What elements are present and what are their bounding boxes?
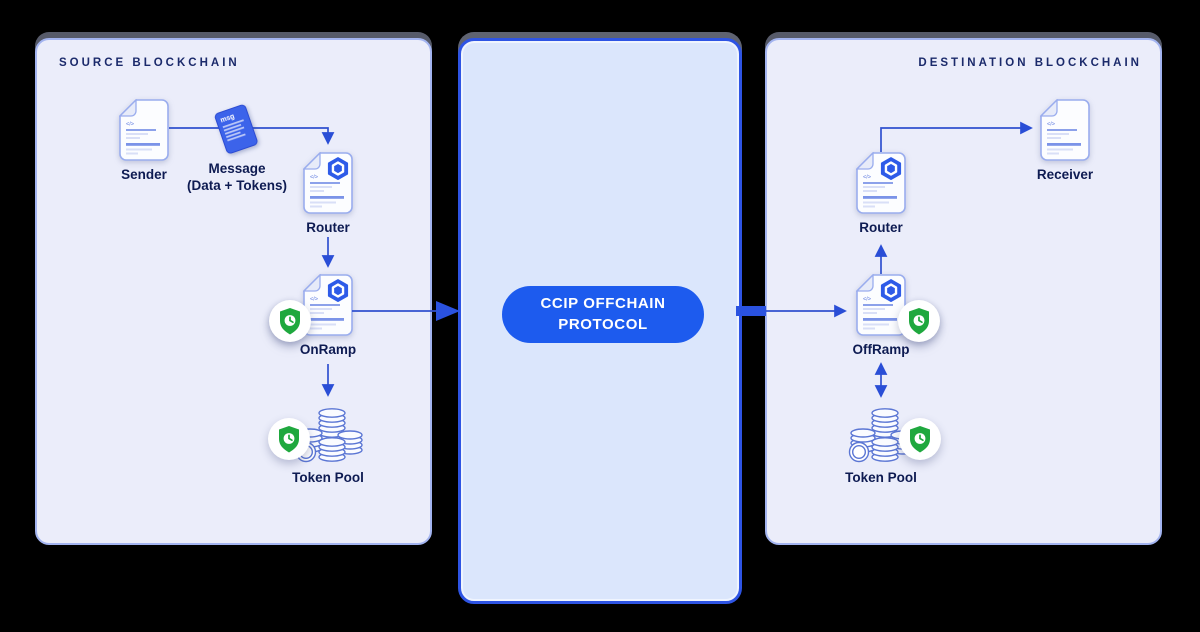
- token-pool-coins-icon: [843, 406, 941, 464]
- document-icon: </>: [118, 98, 169, 161]
- source-router-node: </> Router: [258, 151, 398, 237]
- source-router-label: Router: [306, 220, 350, 235]
- receiver-document-icon: </>: [1039, 98, 1090, 161]
- chainlink-hexagon-icon: [880, 157, 902, 180]
- onramp-label: OnRamp: [299, 342, 357, 357]
- shield-clock-icon: [280, 308, 300, 335]
- arrow-into-offchain: [436, 301, 460, 321]
- ccip-offchain-panel: CCIP OFFCHAIN PROTOCOL: [458, 38, 742, 604]
- risk-shield-badge: [898, 300, 940, 342]
- shield-clock-icon: [910, 426, 930, 453]
- offramp-label: OffRamp: [852, 342, 910, 357]
- offramp-document-icon: </>: [855, 273, 940, 342]
- source-token-pool-label: Token Pool: [292, 470, 364, 485]
- chainlink-hexagon-icon: [327, 279, 349, 303]
- source-blockchain-panel: SOURCE BLOCKCHAIN </> Sender: [35, 38, 432, 545]
- chainlink-hexagon-icon: [327, 157, 349, 180]
- coin-stack-icon: [848, 408, 916, 463]
- dest-router-node: </> Router: [811, 151, 951, 237]
- chainlink-hexagon-icon: [327, 279, 349, 302]
- offramp-node: </> OffRamp: [811, 273, 951, 359]
- message-doc-icon: msg: [213, 102, 261, 159]
- source-token-pool-node: Token Pool: [258, 406, 398, 487]
- svg-text:</>: </>: [1047, 122, 1055, 128]
- receiver-node: </> Receiver: [995, 98, 1135, 184]
- source-panel-title: SOURCE BLOCKCHAIN: [59, 57, 240, 69]
- ccip-offchain-protocol-pill: CCIP OFFCHAIN PROTOCOL: [502, 286, 704, 343]
- destination-blockchain-panel: DESTINATION BLOCKCHAIN </> Router: [765, 38, 1162, 545]
- svg-text:</>: </>: [863, 175, 871, 181]
- message-label: Message (Data + Tokens): [187, 161, 287, 193]
- risk-shield-badge: [899, 418, 941, 460]
- sender-document-icon: </>: [118, 98, 169, 161]
- risk-shield-badge: [268, 418, 310, 460]
- chainlink-hexagon-icon: [880, 279, 902, 302]
- svg-text:msg: msg: [220, 113, 236, 124]
- dest-token-pool-node: Token Pool: [811, 406, 951, 487]
- sender-node: </> Sender: [74, 98, 214, 184]
- svg-text:</>: </>: [310, 175, 318, 181]
- dest-router-label: Router: [859, 220, 903, 235]
- message-doc-icon: msg: [214, 104, 258, 154]
- svg-text:</>: </>: [310, 297, 318, 303]
- shield-clock-icon: [279, 426, 299, 453]
- chainlink-hexagon-icon: [880, 279, 902, 303]
- destination-panel-title: DESTINATION BLOCKCHAIN: [918, 57, 1142, 69]
- onramp-document-icon: </>: [269, 273, 353, 342]
- onramp-node: </> OnRamp: [258, 273, 398, 359]
- svg-text:</>: </>: [863, 297, 871, 303]
- shield-clock-icon: [909, 308, 929, 335]
- document-icon: </>: [1039, 98, 1090, 161]
- token-pool-coins-icon: [268, 406, 366, 464]
- chainlink-hexagon-icon: [327, 157, 349, 181]
- receiver-label: Receiver: [1036, 167, 1094, 182]
- dest-token-pool-label: Token Pool: [845, 470, 917, 485]
- message-icon-stage: msg: [213, 104, 261, 155]
- chainlink-hexagon-icon: [880, 157, 902, 181]
- router-document-icon: </>: [302, 151, 353, 214]
- coin-stack-icon: [295, 408, 363, 463]
- sender-label: Sender: [121, 167, 167, 182]
- svg-text:</>: </>: [126, 122, 134, 128]
- router-document-icon: </>: [855, 151, 906, 214]
- risk-shield-badge: [269, 300, 311, 342]
